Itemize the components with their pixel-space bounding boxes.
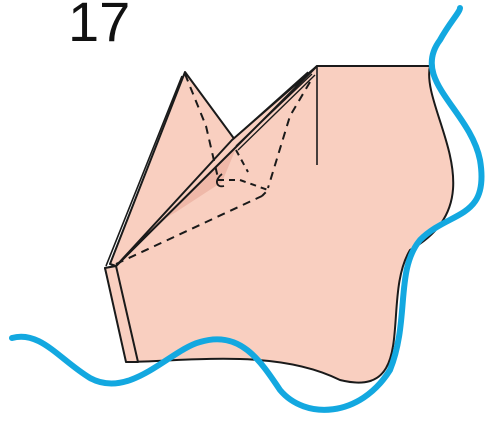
- step-number: 17: [68, 0, 130, 50]
